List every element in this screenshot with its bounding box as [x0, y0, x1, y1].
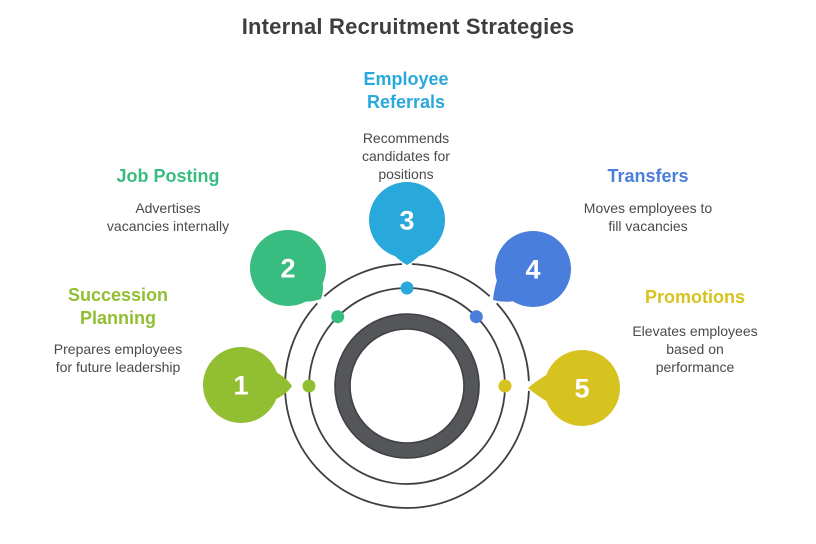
- bubble-3-circle: [369, 182, 445, 258]
- center-ring-outer-edge: [334, 313, 480, 459]
- bubble-5-tail: [528, 374, 548, 402]
- bubble-1-circle: [203, 347, 279, 423]
- desc-line: for future leadership: [55, 359, 181, 375]
- bubble-1-tail: [275, 371, 292, 400]
- heading-line: Promotions: [644, 287, 745, 307]
- marker-dot-1: [302, 379, 316, 393]
- bubble-1: 1: [203, 347, 292, 423]
- heading-job-posting: Job Posting: [68, 165, 268, 188]
- desc-line: Recommends: [362, 130, 450, 146]
- bubble-4: 4: [493, 231, 571, 307]
- bubble-5-circle: [544, 350, 620, 426]
- heading-line: Employee: [363, 69, 449, 89]
- bubble-2-number: 2: [280, 254, 295, 284]
- bubble-2: 2: [250, 230, 326, 306]
- center-ring: [335, 314, 479, 458]
- heading-transfers: Transfers: [548, 165, 748, 188]
- desc-line: Moves employees to: [583, 200, 713, 216]
- heading-line: Transfers: [607, 166, 689, 186]
- page-title: Internal Recruitment Strategies: [241, 14, 575, 39]
- desc-line: Elevates employees: [632, 323, 758, 339]
- bubble-4-circle: [495, 231, 571, 307]
- desc-line: Advertises: [135, 200, 201, 216]
- heading-employee-referrals: Employee Referrals: [306, 68, 506, 114]
- desc-succession-planning: Prepares employees for future leadership: [18, 340, 218, 376]
- heading-line: Succession: [67, 285, 169, 305]
- desc-transfers: Moves employees to fill vacancies: [548, 199, 748, 235]
- bubble-3-number: 3: [399, 206, 414, 236]
- marker-dot-2: [331, 310, 345, 324]
- center-ring-inner-edge: [349, 328, 465, 444]
- desc-line: vacancies internally: [106, 218, 230, 234]
- desc-employee-referrals: Recommends candidates for positions: [306, 129, 506, 183]
- marker-dot-5: [498, 379, 512, 393]
- heading-line: Job Posting: [116, 166, 220, 186]
- desc-line: positions: [378, 166, 434, 182]
- desc-line: fill vacancies: [608, 218, 688, 234]
- heading-line: Planning: [80, 308, 156, 328]
- heading-promotions: Promotions: [595, 286, 795, 309]
- bubble-1-number: 1: [233, 371, 248, 401]
- heading-succession-planning: Succession Planning: [18, 284, 218, 330]
- bubble-3: 3: [369, 182, 445, 265]
- bubble-4-number: 4: [525, 255, 540, 285]
- bubble-5: 5: [528, 350, 620, 426]
- desc-line: candidates for: [362, 148, 450, 164]
- bubble-2-circle: [250, 230, 326, 306]
- desc-line: performance: [655, 359, 735, 375]
- marker-dot-3: [400, 281, 414, 295]
- desc-line: Prepares employees: [53, 341, 183, 357]
- heading-line: Referrals: [366, 92, 446, 112]
- desc-promotions: Elevates employees based on performance: [595, 322, 795, 376]
- marker-dot-4: [469, 310, 483, 324]
- bubble-5-number: 5: [574, 374, 589, 404]
- desc-line: based on: [666, 341, 724, 357]
- desc-job-posting: Advertises vacancies internally: [68, 199, 268, 235]
